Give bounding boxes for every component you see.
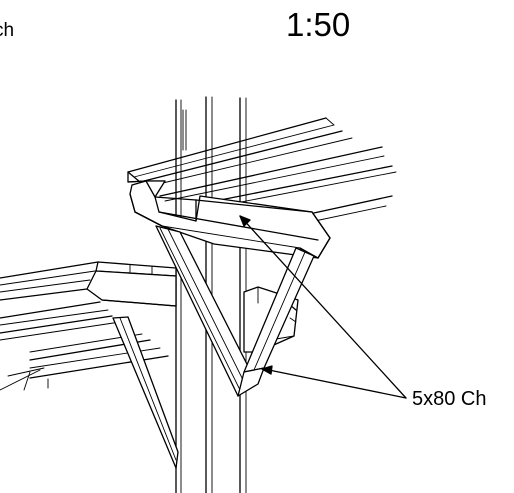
upper-beam bbox=[127, 117, 397, 353]
corner-label-fragment: ch bbox=[0, 20, 15, 41]
left-beam bbox=[0, 261, 177, 391]
callout-leaders bbox=[239, 215, 407, 399]
left-leader-fragment bbox=[0, 369, 41, 391]
v-braces bbox=[155, 225, 315, 397]
scale-label: 1:50 bbox=[286, 6, 351, 43]
left-brace bbox=[112, 316, 179, 469]
dimension-callout-label: 5x80 Ch bbox=[412, 388, 487, 410]
